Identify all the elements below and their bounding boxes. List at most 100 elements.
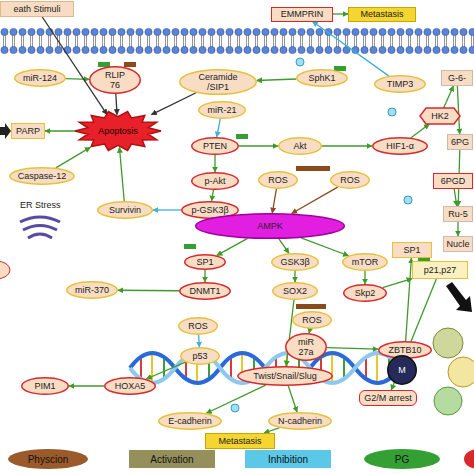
- pathway-arrow: [308, 329, 310, 333]
- node-label: G-6-: [448, 73, 466, 83]
- pathway-arrow: [42, 17, 107, 115]
- node-shape: [159, 413, 222, 430]
- node-shape: [179, 318, 218, 335]
- inhibition-mark: [388, 108, 396, 116]
- legend-label: PG: [395, 454, 409, 465]
- node-label: miR-21: [207, 105, 236, 115]
- node-shape: [388, 356, 417, 385]
- node-shape: [180, 283, 231, 300]
- pathway-arrow: [214, 155, 215, 172]
- node-shape: [279, 138, 322, 155]
- pathway-arrow: [292, 187, 338, 213]
- pathway-arrow: [206, 385, 265, 413]
- note-label: ER Stress: [20, 200, 61, 210]
- er-icon: [28, 234, 52, 238]
- node-shape: [293, 312, 332, 329]
- node-label: 6PGD: [441, 176, 466, 186]
- pathway-arrow: [151, 93, 196, 115]
- pathway-arrow: [56, 147, 90, 167]
- pathway-arrow: [457, 86, 459, 134]
- node-label: E-cadherin: [168, 416, 212, 426]
- process-box: p21,p27: [412, 261, 468, 279]
- pathway-arrow: [239, 145, 278, 146]
- pg-tag: [334, 66, 346, 71]
- node-shape: [269, 413, 332, 430]
- pathway-arrow: [411, 124, 429, 138]
- process-box: eath Stimuli: [0, 1, 74, 17]
- pathway-node: ROS: [178, 317, 218, 335]
- node-shape: [180, 70, 257, 95]
- node-shape: [196, 214, 345, 239]
- cell-membrane: [0, 41, 474, 54]
- pathway-arrow: [364, 271, 365, 284]
- node-shape: [75, 112, 161, 151]
- process-box: Nucle: [443, 236, 473, 252]
- node-shape: [22, 378, 69, 395]
- node-label: EMMPRIN: [281, 9, 324, 19]
- process-box: Metastasis: [348, 7, 416, 22]
- node-shape: [98, 202, 153, 219]
- node-shape: [192, 173, 239, 190]
- process-box: SP1: [392, 242, 432, 258]
- pathway-arrow: [322, 145, 372, 146]
- pathway-node: PIM1: [21, 377, 69, 395]
- pathway-node: Apoptosis: [75, 111, 161, 151]
- node-label: ROS: [188, 321, 208, 331]
- pathway-arrow: [313, 22, 389, 76]
- pathway-arrow: [444, 86, 454, 108]
- process-box: Metastasis: [205, 433, 275, 449]
- node-shape: [90, 67, 141, 94]
- legend-partial: [464, 449, 474, 469]
- pathway-arrow: [457, 222, 458, 236]
- pathway-arrow: [217, 238, 248, 255]
- node-label: N-cadherin: [278, 416, 322, 426]
- inhibition-mark: [296, 58, 304, 66]
- node-label: HK2: [431, 111, 449, 121]
- node-label: AMPK: [257, 221, 283, 231]
- pathway-arrow: [301, 238, 348, 256]
- node-label: M: [398, 365, 406, 375]
- process-box: 6PG: [447, 134, 473, 150]
- legend-swatch: Physcion: [8, 449, 88, 469]
- pathway-node: Akt: [278, 137, 322, 155]
- node-shape: [375, 76, 426, 93]
- pathway-node: AMPK: [195, 213, 345, 239]
- process-box: Ru-5: [443, 206, 473, 222]
- pathway-arrow: [454, 189, 457, 206]
- node-shape: [259, 172, 298, 189]
- pg-tag: [236, 134, 248, 139]
- pathway-node: SP1: [184, 254, 226, 270]
- node-label: 6PG: [451, 137, 469, 147]
- node-label: Ru-5: [448, 209, 468, 219]
- pathway-node: HK2: [420, 108, 460, 124]
- process-box: 6PGD: [433, 173, 473, 189]
- pathway-node: DNMT1: [179, 282, 231, 300]
- pathway-arrow: [272, 189, 276, 213]
- node-label: SOX2: [283, 286, 307, 296]
- pathway-node: miR 27a: [285, 333, 327, 361]
- node-label: Apoptosis: [98, 126, 138, 136]
- pathway-arrow: [198, 335, 200, 347]
- pathway-node: ROS: [292, 311, 332, 329]
- pathway-node: HOXA5: [104, 377, 156, 395]
- node-shape: [238, 367, 333, 386]
- node-shape: [67, 282, 118, 299]
- node-label: HOXA5: [115, 381, 146, 391]
- node-label: p-GSK3β: [191, 205, 228, 215]
- node-label: GSK3β: [280, 257, 309, 267]
- block-arrow: [446, 282, 472, 312]
- pathway-arrow: [119, 147, 124, 201]
- node-shape: [344, 285, 387, 302]
- pathway-arrow: [118, 290, 179, 292]
- node-label: Caspase-12: [18, 171, 67, 181]
- node-label: SP1: [403, 245, 420, 255]
- partial-node: [0, 261, 10, 279]
- inhibition-mark: [404, 196, 412, 204]
- node-label: SphK1: [308, 73, 335, 83]
- pathway-arrow: [294, 271, 295, 282]
- node-label: ZBTB10: [388, 345, 421, 355]
- pathway-node: ROS: [330, 171, 370, 189]
- pathway-arrow: [146, 362, 185, 379]
- pg-tag: [184, 244, 196, 249]
- node-label: PTEN: [203, 141, 227, 151]
